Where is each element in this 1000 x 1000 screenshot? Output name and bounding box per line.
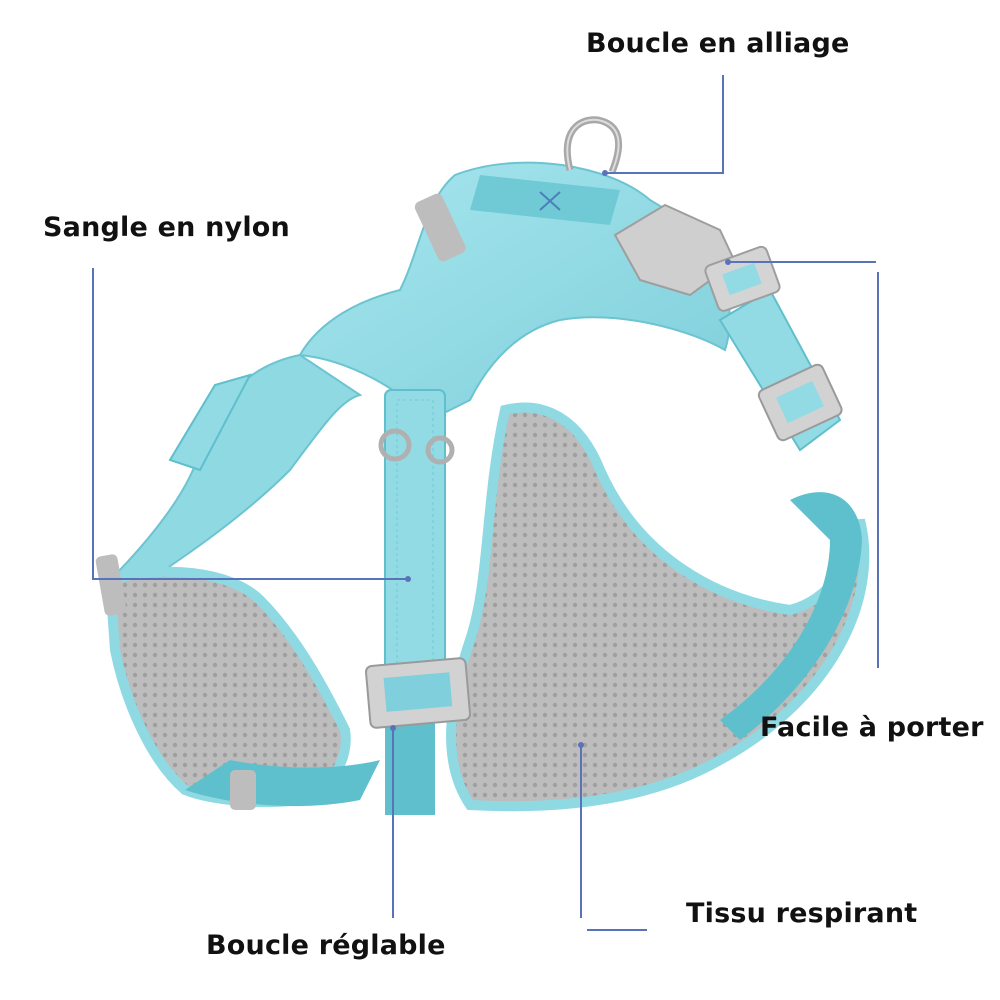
harness — [104, 161, 870, 815]
callout-nylon-strap: Sangle en nylon — [43, 212, 290, 243]
center-d-ring — [378, 428, 455, 465]
slider-buckle-right — [757, 363, 843, 442]
small-buckles — [95, 193, 466, 810]
callout-alloy-buckle: Boucle en alliage — [586, 28, 850, 59]
callout-adjustable-buckle: Boucle réglable — [206, 930, 446, 961]
alloy-d-ring — [563, 116, 623, 174]
leader-line-alloy-buckle — [605, 75, 724, 174]
nylon-strap-left — [168, 373, 252, 472]
adjustable-buckle — [364, 657, 472, 729]
leader-line-nylon-strap — [92, 268, 408, 580]
callout-breathable-fabric: Tissu respirant — [686, 898, 918, 929]
harness-belly-pad — [446, 402, 870, 812]
leader-lines — [92, 75, 879, 931]
nylon-strap-neck — [470, 175, 620, 225]
harness-side-strip — [720, 492, 862, 740]
callout-easy-wear: Facile à porter — [760, 712, 984, 743]
